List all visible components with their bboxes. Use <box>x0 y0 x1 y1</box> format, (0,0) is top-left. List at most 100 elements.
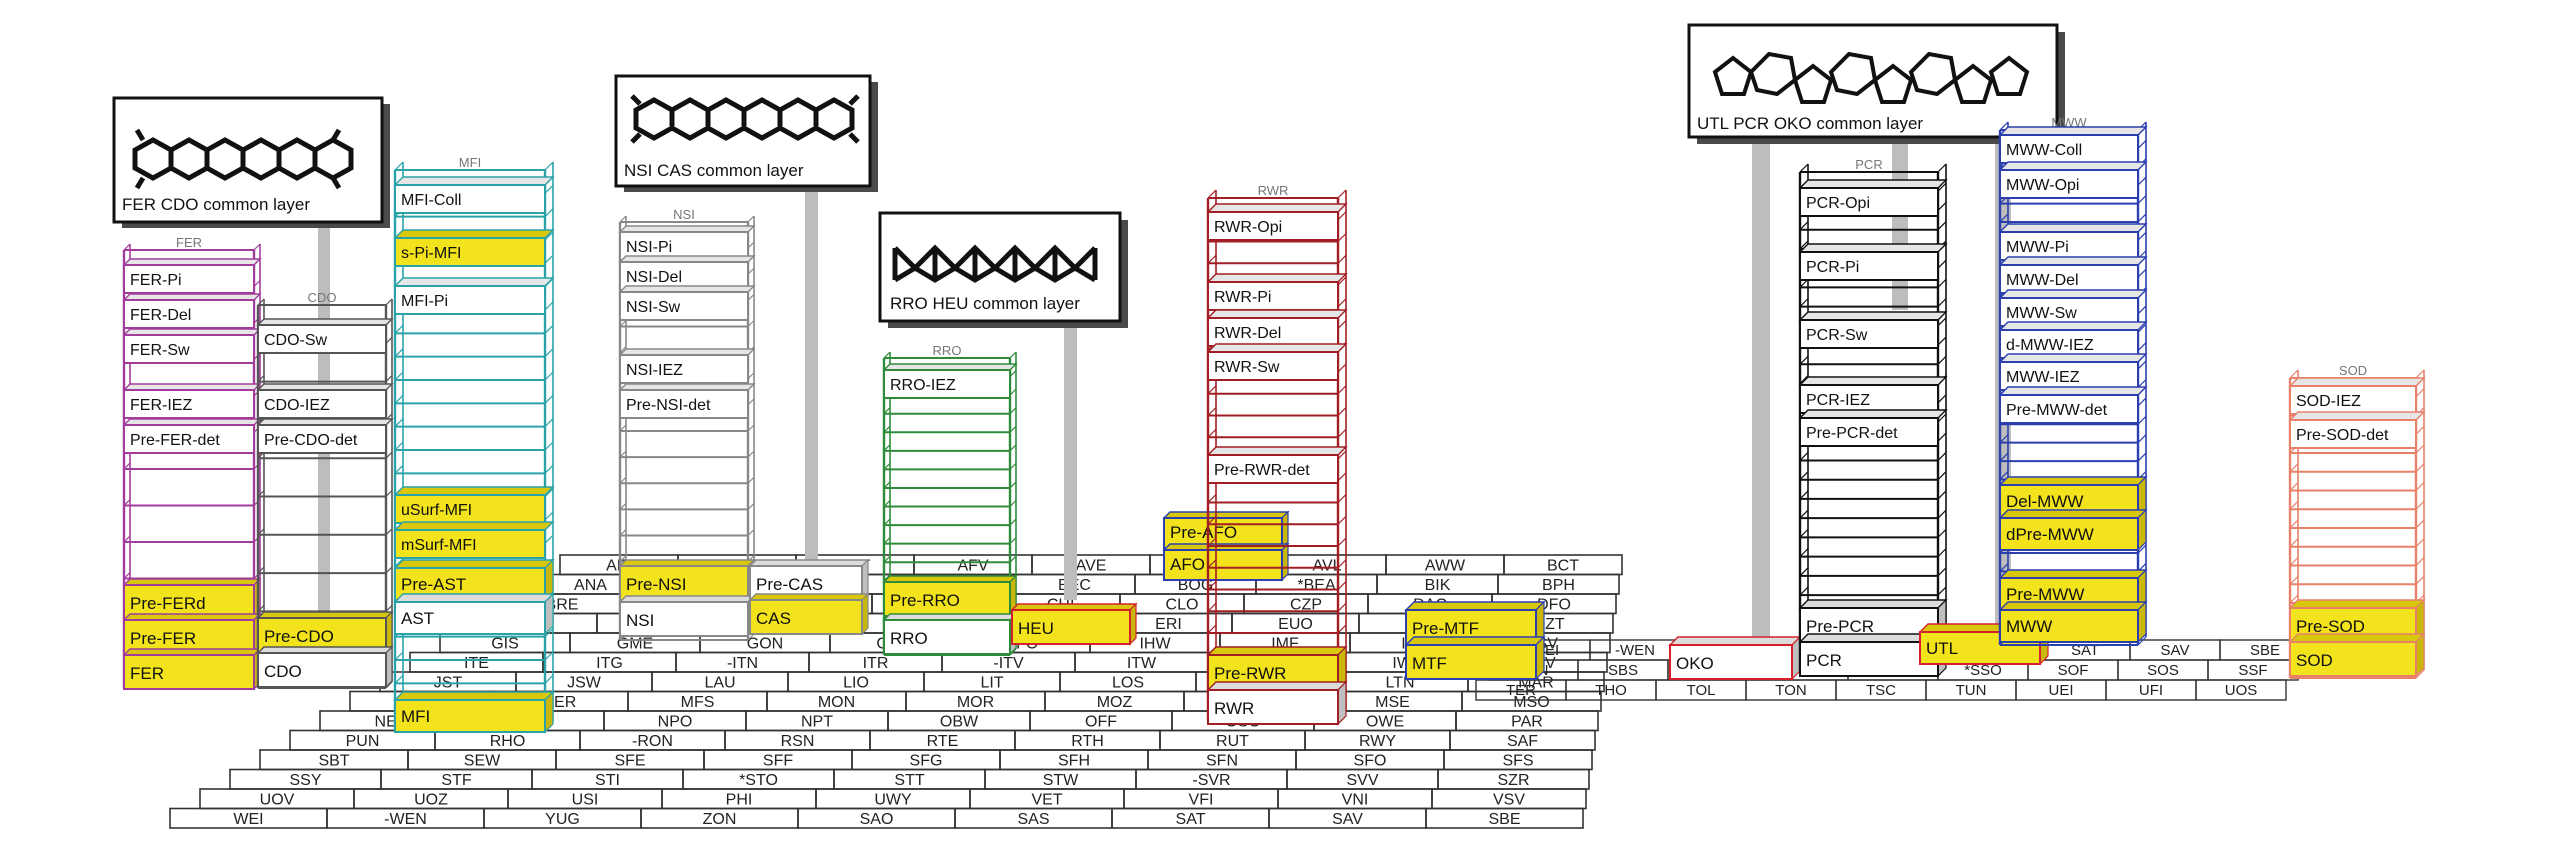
base-top <box>1206 681 1348 691</box>
level-label: Pre-SOD-det <box>2296 427 2389 444</box>
base-face <box>1669 644 1793 680</box>
grid-cell-code: -SVR <box>1192 772 1230 789</box>
base-label: NSI <box>626 611 654 630</box>
base-nsi-1: NSI <box>618 594 756 638</box>
base-top <box>1998 476 2148 486</box>
grid-cell-code: RUT <box>1216 733 1249 750</box>
grid-cell-code: RHO <box>490 733 526 750</box>
tower-rung <box>1207 494 1217 503</box>
tower-rung <box>1009 407 1017 415</box>
tower-rung <box>1937 163 1947 173</box>
base-top <box>1206 646 1348 656</box>
grid-cell-code: UWY <box>874 792 912 809</box>
tower-rung <box>1799 528 1809 538</box>
grid-cell-code: SZR <box>1498 772 1530 789</box>
tower-rung <box>1937 586 1947 596</box>
grid-cell-code: LIT <box>980 675 1003 692</box>
tower-rung <box>1337 428 1347 438</box>
base-label: RRO <box>890 629 928 648</box>
base-label: Pre-MWW <box>2006 585 2084 604</box>
level-label: MWW-Opi <box>2006 177 2079 194</box>
grid-cell-code: MOZ <box>1097 694 1133 711</box>
base-label: MWW <box>2006 617 2052 636</box>
grid-cell-code: SSF <box>2238 662 2267 679</box>
level-label: Pre-FER-det <box>130 432 220 449</box>
grid-cell-code: VSV <box>1493 792 1525 809</box>
level-face <box>1999 134 2139 164</box>
level-top <box>2288 411 2426 421</box>
level-face <box>394 184 546 214</box>
tower-rung <box>747 450 755 458</box>
level-label: RWR-Del <box>1214 325 1281 342</box>
base-face <box>394 699 546 733</box>
level-top <box>1798 243 1948 253</box>
level-face <box>123 334 255 364</box>
level-fer-1: FER-Del <box>122 293 262 329</box>
grid-cell-code: VNI <box>1342 792 1369 809</box>
tower-rung <box>883 444 891 452</box>
tower-rung <box>619 320 627 327</box>
tower-rung <box>394 371 404 381</box>
level-label: d-MWW-IEZ <box>2006 337 2094 354</box>
tower-rung <box>883 351 891 359</box>
tower-rung <box>1207 385 1217 395</box>
tower-rung <box>544 651 554 661</box>
level-top <box>1798 409 1948 419</box>
level-rwr-3: RWR-Sw <box>1206 343 1348 381</box>
tower-rung <box>2415 482 2425 491</box>
level-fer-4: Pre-FER-det <box>122 418 262 454</box>
base-label: Pre-AFO <box>1170 523 1237 542</box>
tower-rung <box>1337 581 1347 590</box>
tower-rung <box>394 441 404 451</box>
level-face <box>1207 454 1339 484</box>
grid-cell-code: MOR <box>957 694 994 711</box>
tower-rung <box>394 558 404 568</box>
grid-cell: UOS <box>2195 679 2287 701</box>
tower-rung <box>2415 425 2425 435</box>
tower-rung <box>544 301 554 311</box>
base-side <box>1337 680 1347 726</box>
tower-rung <box>1799 490 1809 500</box>
base-oko-0: OKO <box>1668 635 1802 681</box>
base-face <box>749 599 863 635</box>
level-label: s-Pi-MFI <box>401 245 461 262</box>
tower-rung <box>1937 298 1947 308</box>
base-label: MFI <box>401 707 430 726</box>
level-face <box>257 389 387 419</box>
grid-cell-code: STW <box>1043 772 1079 789</box>
level-top <box>393 176 555 186</box>
tower-rung <box>544 628 554 638</box>
tower-rung <box>883 500 891 507</box>
tower-rung <box>619 215 627 223</box>
level-label: Pre-CDO-det <box>264 432 358 449</box>
grid-cell-code: SFH <box>1058 753 1090 770</box>
tower-rung <box>1999 563 2009 572</box>
tower-rung <box>544 534 554 544</box>
tower-rung <box>1009 500 1017 507</box>
tower-rung <box>2289 500 2299 510</box>
grid-cell-code: LIO <box>843 675 869 692</box>
base-face <box>1999 609 2139 643</box>
tower-fer: FERFER-PiFER-DelFER-SwFER-IEZPre-FER-det… <box>122 235 262 691</box>
tower-rung <box>2137 195 2147 204</box>
tower-rung <box>1207 189 1217 199</box>
grid-cell-code: ITR <box>863 655 889 672</box>
tower-rung <box>747 215 755 223</box>
level-top <box>1998 353 2148 363</box>
level-cdo-2: Pre-CDO-det <box>256 418 394 454</box>
grid-cell-code: *BEA <box>1297 577 1336 594</box>
tower-rung <box>1009 481 1017 489</box>
level-rwr-2: RWR-Del <box>1206 309 1348 347</box>
rro-heu-post <box>1064 305 1077 600</box>
level-top <box>393 277 555 287</box>
level-label: MFI-Coll <box>401 192 461 209</box>
base-label: dPre-MWW <box>2006 525 2094 544</box>
grid-cell-border <box>2195 679 2287 701</box>
base-top <box>1668 636 1802 646</box>
base-label: Pre-FERd <box>130 594 206 613</box>
grid-cell-code: SFF <box>763 753 793 770</box>
base-cdo-0: Pre-CDO <box>256 610 394 654</box>
tower-rung <box>1207 537 1217 547</box>
tower-rung <box>1999 471 2009 480</box>
grid-cell-code: RTH <box>1071 733 1104 750</box>
